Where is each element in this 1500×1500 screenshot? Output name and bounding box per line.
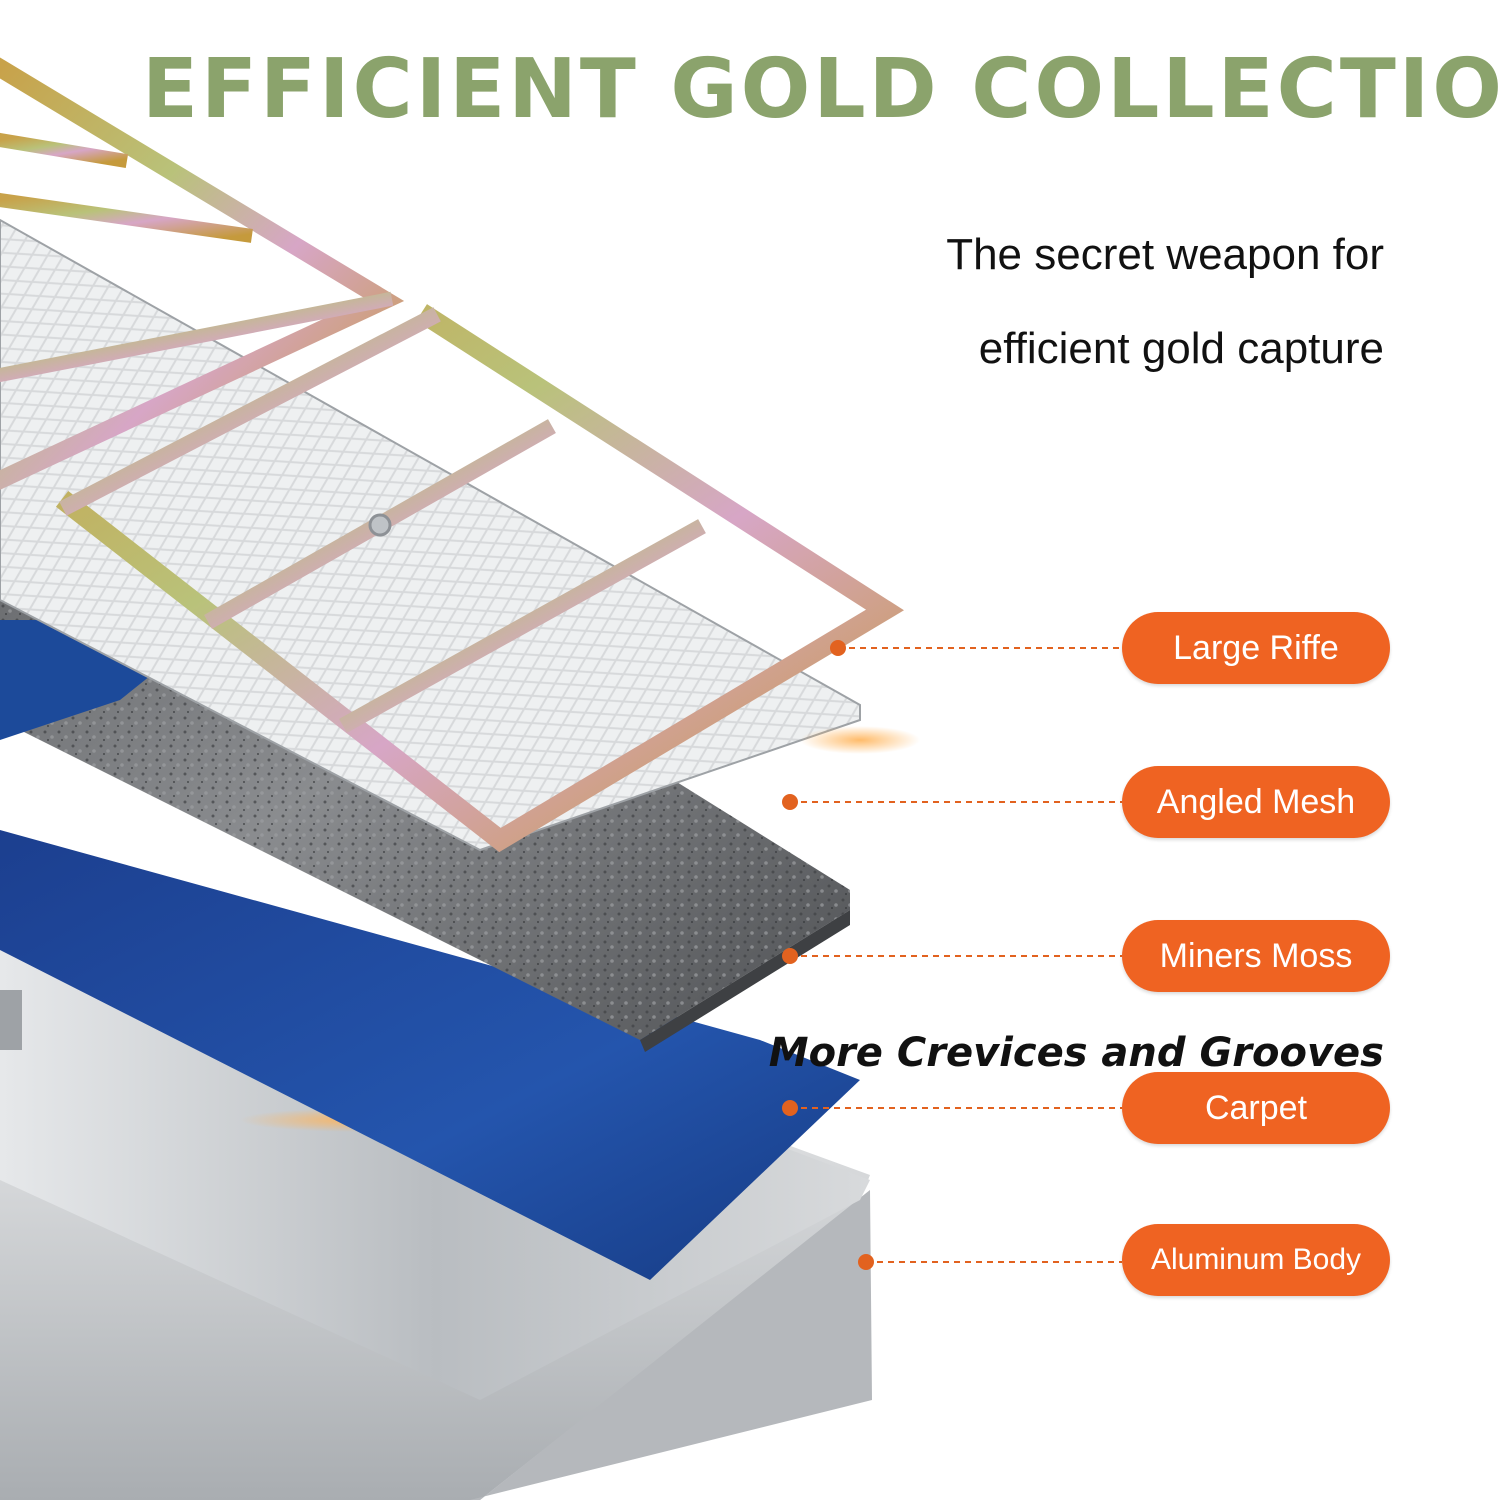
- layer-label-aluminum-body: Aluminum Body: [1122, 1224, 1390, 1296]
- layer-label-miners-moss: Miners Moss: [1122, 920, 1390, 992]
- wing-nut-icon: [368, 513, 392, 537]
- footer-caption: More Crevices and Grooves: [768, 1030, 1384, 1076]
- connector-lines: [790, 647, 1122, 1263]
- layer-label-carpet: Carpet: [1122, 1072, 1390, 1144]
- connector-dots: [782, 640, 874, 1270]
- carpet-shape: [0, 830, 860, 1280]
- layer-label-large-riffle: Large Riffe: [1122, 612, 1390, 684]
- upper-riffle-frame: [0, 57, 405, 490]
- page-title: EFFICIENT GOLD COLLECTION: [142, 42, 1500, 137]
- layer-label-angled-mesh: Angled Mesh: [1122, 766, 1390, 838]
- tagline-line-1: The secret weapon for: [946, 230, 1384, 279]
- tagline-line-2: efficient gold capture: [978, 324, 1384, 373]
